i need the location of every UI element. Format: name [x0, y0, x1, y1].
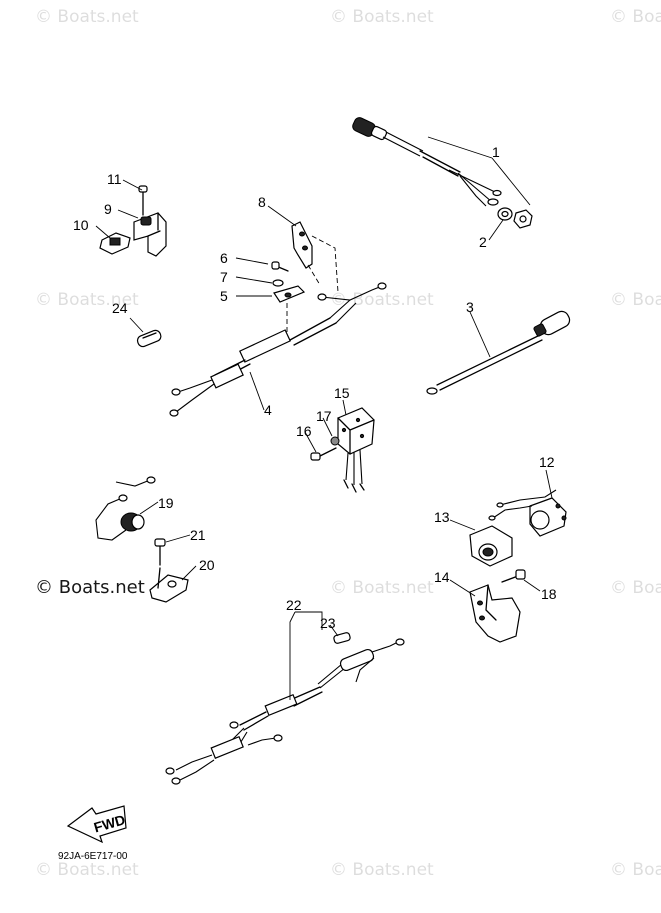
callout-8: 8 — [258, 194, 266, 210]
part-4-harness — [169, 282, 387, 417]
callout-23: 23 — [320, 615, 336, 631]
watermark: © Boats.net — [330, 578, 434, 598]
callout-3: 3 — [466, 299, 474, 315]
part-21-screw — [154, 538, 166, 566]
drawing-code: 92JA-6E717-00 — [58, 851, 128, 862]
callout-20: 20 — [199, 557, 215, 573]
part-15-rectifier — [337, 407, 375, 493]
watermarks: © Boats.net © Boats.net © Boats.net © Bo… — [35, 7, 661, 880]
part-20-bracket — [149, 567, 189, 603]
part-17-collar — [330, 436, 340, 446]
callout-2: 2 — [479, 234, 487, 250]
part-3-lead — [426, 310, 571, 395]
callout-18: 18 — [541, 586, 557, 602]
part-7-washer — [272, 279, 284, 287]
watermark: © Boats.net — [610, 7, 661, 27]
part-18-bolt — [501, 569, 526, 583]
callout-19: 19 — [158, 495, 174, 511]
watermark: © Boats.net — [610, 290, 661, 310]
callout-22: 22 — [286, 597, 302, 613]
watermark: © Boats.net — [610, 578, 661, 598]
part-22-harness — [165, 638, 405, 785]
part-14-bracket — [469, 584, 521, 643]
callout-1: 1 — [492, 144, 500, 160]
callout-24: 24 — [112, 300, 128, 316]
part-8-bracket — [291, 221, 339, 293]
callout-17: 17 — [316, 408, 332, 424]
part-nut — [513, 209, 533, 229]
watermark: © Boats.net — [35, 7, 139, 27]
part-16-bolt — [310, 447, 337, 461]
watermark: © Boats.net — [330, 860, 434, 880]
watermark: © Boats.net — [35, 860, 139, 880]
watermark: © Boats.net — [330, 290, 434, 310]
callout-6: 6 — [220, 250, 228, 266]
callout-9: 9 — [104, 201, 112, 217]
watermark: © Boats.net — [610, 860, 661, 880]
part-10-plate — [99, 232, 131, 255]
part-2-washer — [497, 207, 513, 221]
callout-13: 13 — [434, 509, 450, 525]
callout-4: 4 — [264, 402, 272, 418]
part-5-clip — [273, 285, 306, 332]
callout-16: 16 — [296, 423, 312, 439]
watermark: © Boats.net — [35, 577, 145, 598]
callout-21: 21 — [190, 527, 206, 543]
callout-14: 14 — [434, 569, 450, 585]
part-11-screw — [138, 185, 148, 216]
part-1-switch-lead — [352, 117, 502, 207]
part-13-holder — [469, 525, 513, 567]
watermark: © Boats.net — [35, 290, 139, 310]
callout-15: 15 — [334, 385, 350, 401]
callout-12: 12 — [539, 454, 555, 470]
leader-lines — [95, 136, 553, 700]
callout-7: 7 — [220, 269, 228, 285]
part-23-connector — [333, 632, 351, 644]
callout-numbers: 1 2 3 4 5 6 7 8 9 10 11 12 13 14 15 16 1… — [73, 144, 557, 631]
watermark: © Boats.net — [330, 7, 434, 27]
part-19-buzzer — [95, 476, 156, 541]
part-12-relay — [488, 489, 567, 537]
callout-10: 10 — [73, 217, 89, 233]
part-24-sleeve — [136, 329, 162, 348]
callout-5: 5 — [220, 288, 228, 304]
part-9-clamp — [133, 212, 167, 257]
fwd-arrow: FWD — [66, 805, 127, 844]
callout-11: 11 — [107, 171, 122, 187]
part-6-bolt — [271, 261, 289, 272]
